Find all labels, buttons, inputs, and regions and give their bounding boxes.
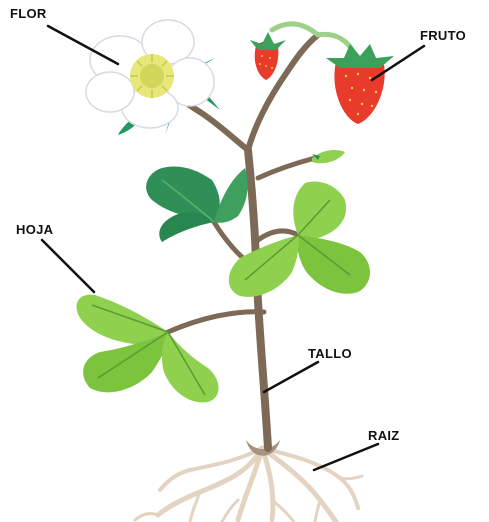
strawberry-large [326, 44, 394, 124]
stem-leader [264, 362, 318, 392]
label-stem: TALLO [308, 346, 352, 361]
root-leader [314, 444, 378, 470]
label-root: RAIZ [368, 428, 400, 443]
label-flower: FLOR [10, 6, 47, 21]
flower-bud [312, 150, 345, 163]
label-leaf: HOJA [16, 222, 54, 237]
strawberry-small [250, 32, 286, 80]
leaf-upper-left [146, 167, 247, 243]
flower [86, 20, 220, 135]
leaf-lower-left [76, 295, 218, 403]
roots [135, 448, 362, 522]
label-fruit: FRUTO [420, 28, 466, 43]
leaf-leader [42, 240, 94, 292]
